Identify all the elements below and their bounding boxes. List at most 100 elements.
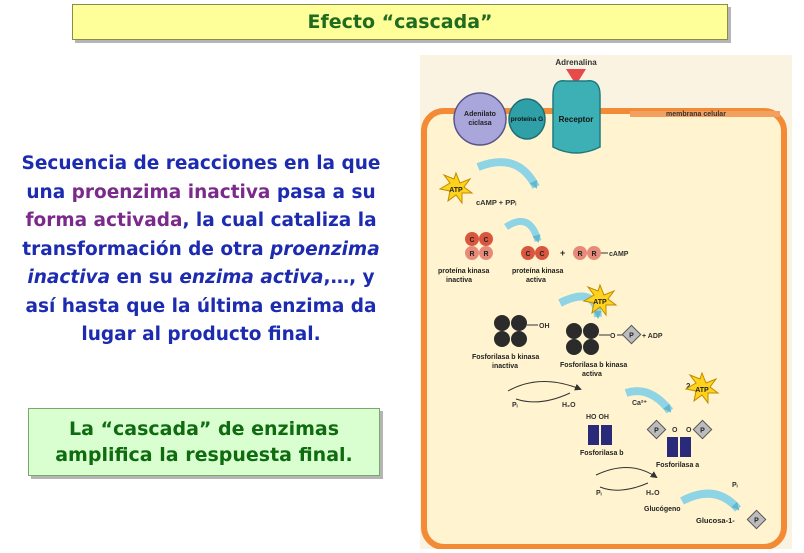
ca-label: Ca²⁺ <box>632 400 647 407</box>
fosforilasa-b-subunit-2 <box>601 425 612 445</box>
pk-active-c-label-1: C <box>525 251 530 258</box>
pk-free-r-2 <box>587 246 601 260</box>
fbk-inactiva-label-2: inactiva <box>492 363 518 370</box>
def-text: en su <box>110 267 180 288</box>
phosphate-3 <box>692 419 713 440</box>
fosforilasa-b-subunit-1 <box>588 425 599 445</box>
adrenalina-triangle <box>566 69 586 85</box>
def-text: transformación de otra <box>22 238 271 260</box>
camp-ppi-label: cAMP + PPᵢ <box>476 198 516 207</box>
p-label-2: P <box>654 428 659 435</box>
def-line-1: Secuencia de reacciones en la que <box>4 150 398 179</box>
fosforilasa-a-label: Fosforilasa a <box>656 462 699 469</box>
pk-activa-label-2: activa <box>526 277 546 284</box>
pk-activa-label-1: proteína kinasa <box>512 268 563 275</box>
membrana-label: membrana celular <box>666 111 726 118</box>
pk-free-r-label-2: R <box>591 251 596 258</box>
h2o-label-1: H₂O <box>562 402 576 409</box>
p-label-4: P <box>754 518 759 525</box>
fbk-inactive-subunit-3 <box>494 331 510 347</box>
pk-r-label-1: R <box>469 251 474 258</box>
phosphate-1 <box>621 324 642 345</box>
two-label: 2 <box>686 382 691 391</box>
oh-label: OH <box>539 323 550 330</box>
enzima-activa-term: enzima activa <box>179 267 324 288</box>
pk-c-label-1: C <box>469 237 474 244</box>
cascade-diagram: Adrenalina membrana celular Adenilato ci… <box>420 55 792 549</box>
o-label-1: O <box>610 333 616 340</box>
inactiva-term: inactiva <box>27 267 111 288</box>
fbk-inactive-subunit-2 <box>511 315 527 331</box>
def-line-5: inactiva en su enzima activa,…, y <box>4 264 398 293</box>
p-label-1: P <box>629 333 634 340</box>
cascade-diagram-svg: Adrenalina membrana celular Adenilato ci… <box>420 55 792 549</box>
def-line-6: así hasta que la última enzima da <box>4 293 398 322</box>
pi-label-1: Pᵢ <box>512 402 518 409</box>
arrow-back-2 <box>595 466 658 479</box>
receptor-label: Receptor <box>559 115 594 124</box>
fbk-activa-label-1: Fosforilasa b kinasa <box>560 362 627 369</box>
def-line-7: lugar al producto final. <box>4 321 398 350</box>
adenilato-ciclasa-shape <box>453 92 507 146</box>
arrow-camp <box>476 158 540 189</box>
o-label-2: O <box>672 427 678 434</box>
def-text: , la cual cataliza la <box>182 210 377 231</box>
h2o-label-2: H₂O <box>646 490 660 497</box>
pk-active-c-label-2: C <box>539 251 544 258</box>
glucogeno-label: Glucógeno <box>644 506 681 513</box>
pk-r-1 <box>465 246 479 260</box>
pk-inactiva-label-2: inactiva <box>446 277 472 284</box>
arrow-back-1 <box>507 380 582 392</box>
fosforilasa-a-subunit-2 <box>680 437 691 457</box>
ho-oh-label: HO OH <box>586 414 609 421</box>
slide-title: Efecto “cascada” <box>307 11 493 33</box>
camp-label: cAMP <box>609 251 629 258</box>
fbk-inactive-subunit-1 <box>494 315 510 331</box>
arrow-fosforilasa-activation <box>624 387 674 414</box>
def-text: una <box>26 181 72 203</box>
note-line-2: amplifica la respuesta final. <box>55 444 353 466</box>
phosphate-4 <box>746 509 767 530</box>
definition-paragraph: Secuencia de reacciones en la que una pr… <box>4 150 398 350</box>
proteina-g-shape <box>508 98 546 140</box>
def-line-4: transformación de otra proenzima <box>4 236 398 265</box>
amplification-note: La “cascada” de enzimas amplifica la res… <box>28 408 380 476</box>
fbk-active-subunit-3 <box>566 339 582 355</box>
p-label-3: P <box>700 428 705 435</box>
fosforilasa-a-subunit-1 <box>667 437 678 457</box>
fbk-inactive-subunit-4 <box>511 331 527 347</box>
pk-free-r-label-1: R <box>577 251 582 258</box>
pk-c-1 <box>465 232 479 246</box>
o-label-3: O <box>686 427 692 434</box>
pk-c-2 <box>479 232 493 246</box>
adenilato-label-1: Adenilato <box>464 111 496 118</box>
def-text: Secuencia de reacciones en la que <box>21 153 381 174</box>
fbk-active-subunit-2 <box>583 323 599 339</box>
plus-adp-label: + ADP <box>642 333 663 340</box>
fosforilasa-b-label: Fosforilasa b <box>580 450 624 457</box>
adrenalina-label: Adrenalina <box>555 58 597 67</box>
atp-burst-1 <box>438 171 474 205</box>
def-text: ,…, y <box>323 267 375 288</box>
fbk-active-subunit-4 <box>583 339 599 355</box>
pk-active-c-2 <box>535 246 549 260</box>
pk-inactiva-label-1: proteína kinasa <box>438 268 489 275</box>
plus-sign: + <box>560 248 565 258</box>
receptor-shape <box>552 80 601 154</box>
title-box: Efecto “cascada” <box>72 4 728 40</box>
def-line-3: forma activada, la cual cataliza la <box>4 207 398 236</box>
phosphate-2 <box>646 419 667 440</box>
atp-label-2: ATP <box>593 299 607 306</box>
fbk-active-subunit-1 <box>566 323 582 339</box>
arrow-back-2b <box>599 482 649 491</box>
proenzima-term: proenzima <box>270 238 380 260</box>
proteina-g-label: proteína G <box>511 116 544 123</box>
note-line-1: La “cascada” de enzimas <box>68 418 340 440</box>
pk-r-2 <box>479 246 493 260</box>
fbk-inactiva-label-1: Fosforilasa b kinasa <box>472 354 539 361</box>
forma-activada-term: forma activada <box>25 210 183 231</box>
fbk-activa-label-2: activa <box>582 371 602 378</box>
def-text: así hasta que la última enzima da <box>25 295 377 317</box>
def-line-2: una proenzima inactiva pasa a su <box>4 179 398 208</box>
cell-membrane <box>421 108 787 549</box>
